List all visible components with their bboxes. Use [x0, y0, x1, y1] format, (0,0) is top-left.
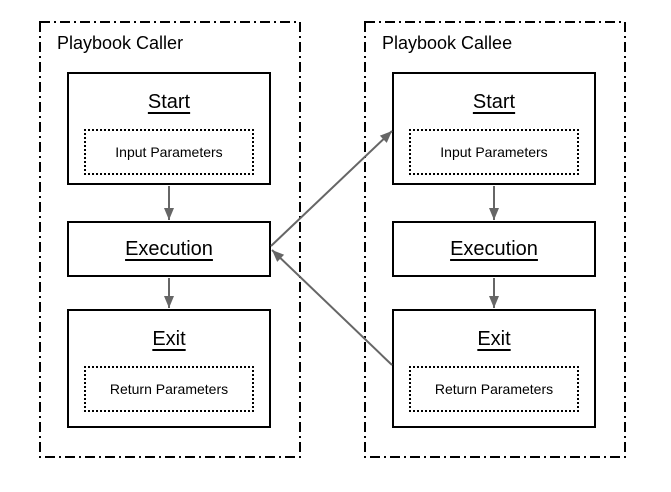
caller-execution-node: Execution [67, 221, 271, 277]
caller-return-parameters-box: Return Parameters [84, 366, 254, 412]
playbook-callee-title: Playbook Callee [382, 33, 513, 53]
playbook-caller-title: Playbook Caller [57, 33, 184, 53]
callee-exit-label: Exit [477, 328, 511, 350]
callee-start-label: Start [472, 91, 516, 113]
callee-execution-node: Execution [392, 221, 596, 277]
playbook-caller-container: Playbook Caller Start Input Parameters E… [39, 21, 301, 458]
caller-exit-label: Exit [152, 328, 186, 350]
caller-exit-node: Exit Return Parameters [67, 309, 271, 428]
caller-input-parameters-label: Input Parameters [115, 144, 223, 160]
callee-return-parameters-label: Return Parameters [434, 381, 554, 397]
callee-input-parameters-box: Input Parameters [409, 129, 579, 175]
caller-input-parameters-box: Input Parameters [84, 129, 254, 175]
callee-input-parameters-label: Input Parameters [440, 144, 548, 160]
callee-return-parameters-box: Return Parameters [409, 366, 579, 412]
playbook-callee-container: Playbook Callee Start Input Parameters E… [364, 21, 626, 458]
caller-execution-label: Execution [125, 238, 213, 260]
caller-start-node: Start Input Parameters [67, 72, 271, 185]
callee-start-node: Start Input Parameters [392, 72, 596, 185]
callee-exit-node: Exit Return Parameters [392, 309, 596, 428]
caller-start-label: Start [147, 91, 191, 113]
callee-execution-label: Execution [450, 238, 538, 260]
caller-return-parameters-label: Return Parameters [109, 381, 229, 397]
